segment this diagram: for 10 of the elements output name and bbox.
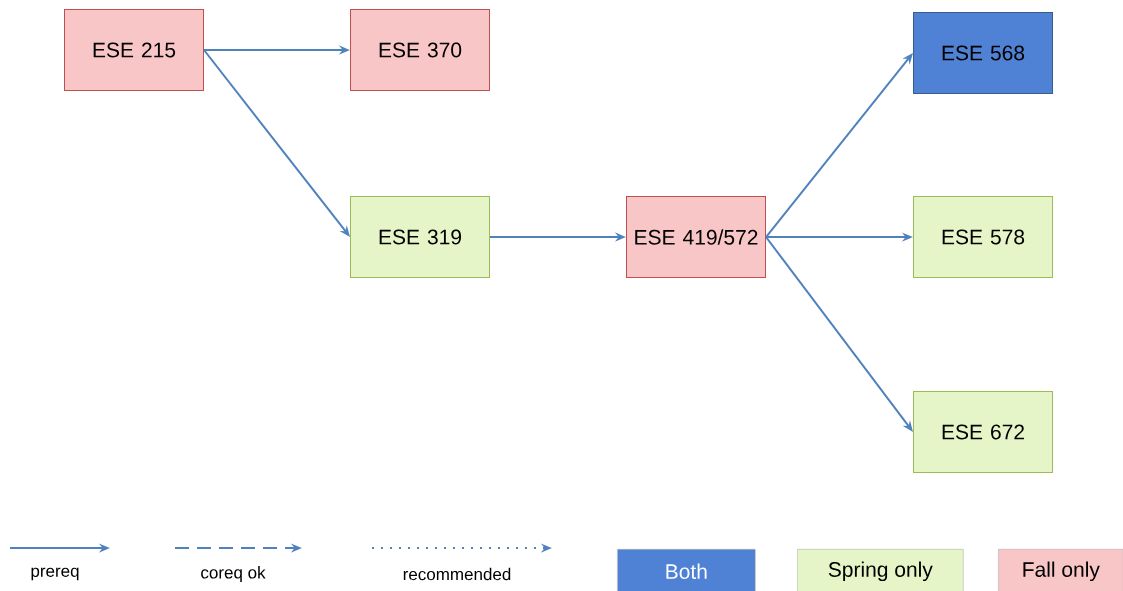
course-box: ESE 419/572 — [626, 196, 766, 278]
legend-label: coreq ok — [201, 566, 266, 582]
legend-label: prereq — [31, 567, 79, 581]
course-box: ESE 215 — [64, 9, 204, 91]
course-box: ESE 578 — [913, 196, 1053, 278]
course-box: ESE 319 — [350, 196, 490, 278]
course-box: ESE 672 — [913, 391, 1053, 473]
legend-label: recommended — [403, 567, 511, 581]
course-box: ESE 370 — [350, 9, 490, 91]
course-box: ESE 568 — [913, 12, 1053, 94]
